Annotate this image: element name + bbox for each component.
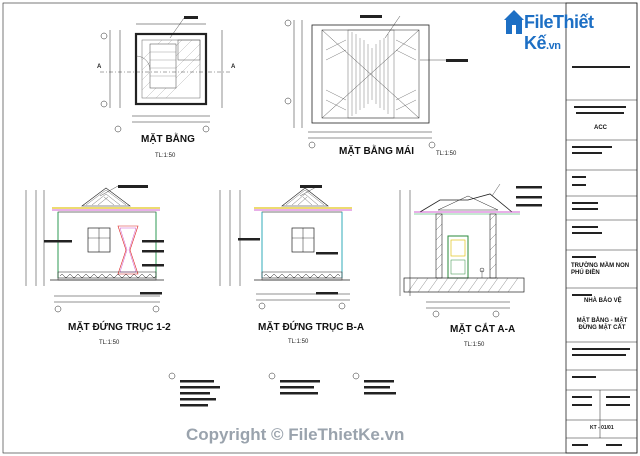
logo-house-icon bbox=[504, 10, 524, 34]
notes-block bbox=[168, 372, 396, 407]
roof-plan-scale: TL:1:50 bbox=[436, 151, 457, 157]
section-title: MẶT CẮT A-A bbox=[450, 324, 516, 335]
elevation-1-2 bbox=[25, 185, 164, 313]
project-name: TRƯỜNG MẦM NON PHÚ ĐIỀN bbox=[571, 263, 630, 276]
logo-text: FileThiết Kế.vn bbox=[524, 12, 594, 53]
sheet-number: KT - 01/01 bbox=[590, 425, 614, 431]
floor-plan bbox=[100, 16, 232, 133]
plan-scale: TL:1:50 bbox=[155, 153, 176, 159]
drawing-name: MẶT BẰNG - MẶT ĐỨNG MẶT CẮT bbox=[576, 318, 628, 331]
title-block-lines bbox=[566, 99, 637, 439]
consultant-name: ACC bbox=[594, 125, 607, 131]
section-scale: TL:1:50 bbox=[464, 342, 485, 348]
elevation-b-a bbox=[219, 185, 352, 310]
item-name: NHÀ BẢO VỆ bbox=[584, 298, 622, 304]
watermark-logo: FileThiết Kế.vn bbox=[500, 6, 626, 53]
title-block bbox=[565, 2, 638, 454]
elevation-b-a-scale: TL:1:50 bbox=[288, 339, 309, 345]
copyright-watermark: Copyright © FileThietKe.vn bbox=[186, 425, 405, 444]
elevation-1-2-title: MẶT ĐỨNG TRỤC 1-2 bbox=[68, 322, 171, 333]
section-a-a bbox=[399, 183, 542, 318]
title-block-text-marks bbox=[572, 66, 630, 446]
section-mark-right: A bbox=[231, 64, 236, 70]
plan-title: MẶT BẰNG bbox=[141, 134, 195, 145]
elevation-b-a-title: MẶT ĐỨNG TRỤC B-A bbox=[258, 322, 365, 333]
section-mark-left: A bbox=[97, 64, 102, 70]
roof-plan bbox=[284, 15, 468, 149]
roof-plan-title: MẶT BẰNG MÁI bbox=[339, 146, 414, 157]
elevation-1-2-scale: TL:1:50 bbox=[99, 340, 120, 346]
